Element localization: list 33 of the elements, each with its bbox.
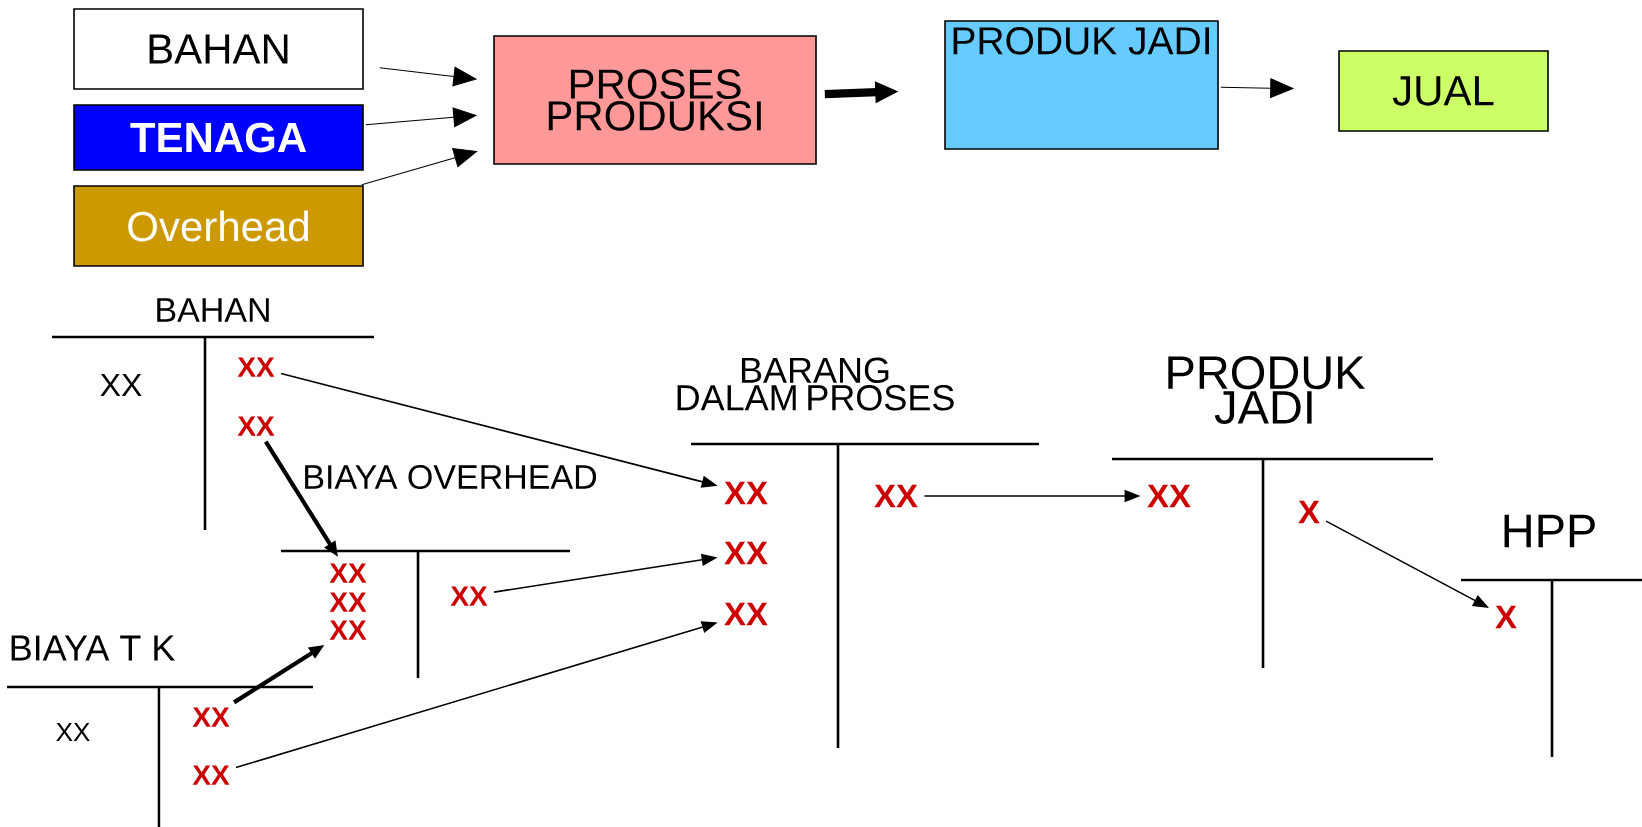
account-title: BAHAN [157, 298, 269, 322]
arrow [379, 66, 477, 87]
account-entry: XX [192, 707, 230, 727]
arrow [361, 148, 478, 186]
process-box: JUAL [1338, 50, 1549, 132]
account-balance: XX [56, 723, 90, 741]
process-box: PRODUK JADI [944, 20, 1219, 150]
account-entry: XX [724, 481, 768, 505]
account-entry: XX [450, 586, 488, 606]
account-entry: XX [1147, 484, 1191, 508]
account-title: BIAYA T K [11, 635, 175, 661]
account-entry: XX [724, 541, 768, 565]
process-box: Overhead [73, 185, 364, 267]
account-title: BARANG DALAM PROSES [677, 357, 954, 411]
account-entry: XX [237, 416, 275, 436]
account-entry: XX [329, 563, 367, 583]
process-box: TENAGA [73, 104, 364, 171]
account-entry: XX [237, 357, 275, 377]
account-entry: XX [874, 484, 918, 508]
account-entry: X [1298, 500, 1320, 524]
account-title: PRODUK JADI [1168, 356, 1365, 425]
account-entry: X [1495, 605, 1517, 629]
process-box: PROSES PRODUKSI [493, 35, 817, 165]
account-entry: XX [192, 765, 230, 785]
arrow [365, 107, 477, 128]
process-box: BAHAN [73, 8, 364, 90]
account-title: HPP [1504, 514, 1595, 548]
account-title: BIAYA OVERHEAD [305, 464, 597, 490]
account-entry: XX [329, 592, 367, 612]
arrow [1220, 78, 1294, 98]
account-balance: XX [100, 374, 142, 396]
account-entry: XX [329, 620, 367, 640]
account-entry: XX [724, 602, 768, 626]
